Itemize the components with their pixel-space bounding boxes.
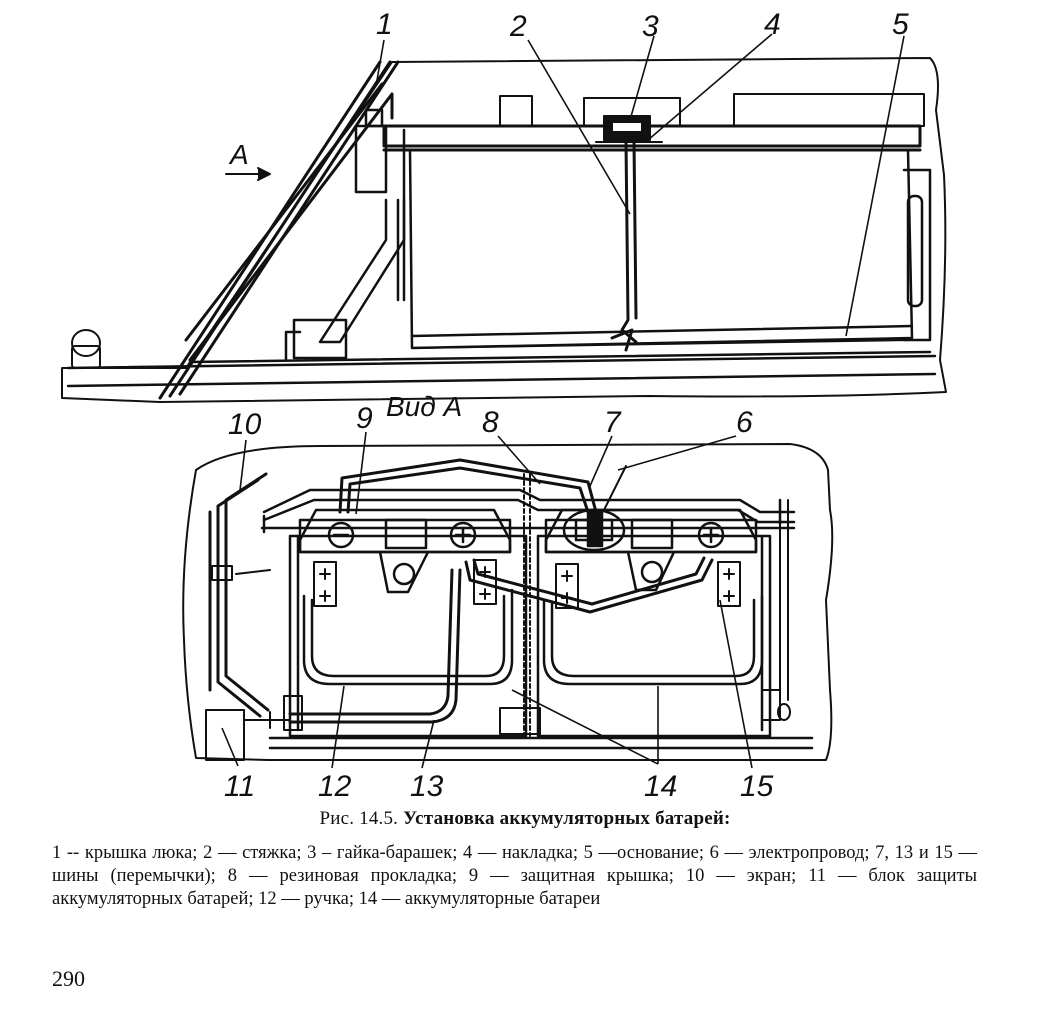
cable-lug [562,508,626,552]
view-arrow [225,167,271,181]
callout-3: 3 [642,10,659,43]
top-frame-rail [382,124,922,152]
wire-6 [603,465,627,511]
view-label: Вид А [386,391,462,422]
page-number: 290 [52,966,85,991]
terminal-clamp-right [555,561,741,609]
figure-legend: 1 -- крышка люка; 2 — стяжка; 3 – гайка-… [52,843,977,909]
plus-terminal-right [697,521,725,549]
front-view [182,443,834,761]
callout-14: 14 [644,770,677,800]
battery-right [536,534,772,738]
caption-prefix: Рис. 14.5. [319,808,399,829]
side-bracket [284,108,406,362]
bus-bar-13 [288,568,462,724]
plus-terminal [449,521,477,549]
protective-cover [298,508,512,554]
floor-plate [66,350,937,388]
battery-left [288,534,528,738]
callout-12: 12 [318,770,352,800]
callout-1: 1 [376,8,393,41]
callout-9: 9 [356,402,373,435]
hull-outline [61,57,947,403]
compartment-outline [182,443,834,761]
minus-terminal [327,521,355,549]
callout-10: 10 [228,408,262,441]
callout-13: 13 [410,770,444,800]
bus-bar-15 [464,556,714,614]
screen-bolt [211,565,271,581]
caption-title: Установка аккумуляторных батарей: [403,808,731,829]
protection-block [205,709,291,761]
wing-nut [595,115,663,143]
hatch-cover [158,60,400,400]
callout-4: 4 [764,8,781,41]
callout-6: 6 [736,406,753,439]
battery-body [408,148,932,350]
rubber-pad [523,473,531,737]
frame-rail [260,488,796,534]
bollard [71,329,101,369]
arrow-label: А [228,139,249,170]
callout-8: 8 [482,406,499,439]
callout-11: 11 [224,770,255,800]
handle-right [542,594,764,686]
callout-15: 15 [740,770,774,800]
vent-plug-right [626,518,676,592]
handle-left [302,588,514,686]
bottom-leader-lines [221,431,753,769]
side-section-view [61,57,947,403]
callout-2: 2 [509,10,527,43]
floor-line [268,736,814,750]
figure-caption: Рис. 14.5. Установка аккумуляторных бата… [0,808,1050,830]
battery-base [411,339,913,349]
bus-bar-7 [338,458,598,514]
vent-plug [378,518,430,594]
battery-top-caps [499,93,925,127]
battery-installation-figure: А 1 2 3 4 5 Вид А [61,8,947,800]
screen [208,472,270,718]
callout-5: 5 [892,8,909,41]
right-bracket [283,499,791,735]
top-leader-lines [375,33,905,337]
tie-rod [610,140,638,352]
callout-7: 7 [604,406,622,439]
